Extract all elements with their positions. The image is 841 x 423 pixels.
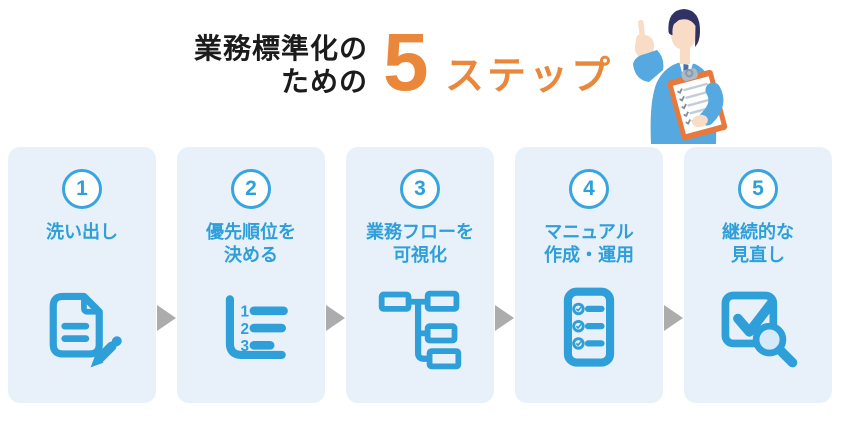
neck <box>680 46 690 64</box>
step-card-2: 2 優先順位を 決める 1 2 3 <box>177 147 325 403</box>
page-title-step-count: 5 <box>383 17 429 108</box>
page-title-line1: 業務標準化の <box>193 33 368 64</box>
step-card-4: 4 マニュアル 作成・運用 <box>515 147 663 403</box>
face <box>670 13 697 50</box>
page-title-line2: ための <box>280 66 368 97</box>
svg-text:1: 1 <box>240 304 249 321</box>
page-title-black: 業務標準化の ための <box>193 32 368 98</box>
step-card-5: 5 継続的な 見直し <box>684 147 832 403</box>
svg-text:3: 3 <box>240 338 249 355</box>
numbered-priority-list-icon: 1 2 3 <box>225 295 288 359</box>
step-number-badge: 2 <box>231 169 271 209</box>
step-number-badge: 4 <box>569 169 609 209</box>
step-number-badge: 1 <box>62 169 102 209</box>
svg-text:2: 2 <box>240 321 249 338</box>
checklist-ticks <box>677 88 692 125</box>
step-card-1: 1 洗い出し <box>8 147 156 403</box>
step-arrow-icon <box>664 305 683 331</box>
step-number-badge: 5 <box>738 169 778 209</box>
document-pencil-icon <box>49 292 122 368</box>
check-magnifier-icon <box>721 291 798 368</box>
steps-row: 1 洗い出し 2 優先順位を 決める <box>8 147 832 403</box>
step-label: 優先順位を 決める <box>206 222 296 265</box>
step-arrow-icon <box>157 305 176 331</box>
step-label: 継続的な 見直し <box>722 222 794 265</box>
forearm <box>699 82 724 126</box>
step-label: 洗い出し <box>46 222 118 242</box>
holding-hand <box>692 114 708 128</box>
step-card-3: 3 業務フローを 可視化 <box>346 147 494 403</box>
businessman-illustration <box>633 9 728 144</box>
step-arrow-icon <box>326 305 345 331</box>
step-number-badge: 3 <box>400 169 440 209</box>
hair <box>668 9 701 47</box>
step-label: 業務フローを 可視化 <box>366 222 474 265</box>
step-arrow-icon <box>495 305 514 331</box>
page-title-step-word: ステップ <box>445 55 614 98</box>
flowchart-icon <box>378 290 462 370</box>
step-label: マニュアル 作成・運用 <box>544 222 634 265</box>
pointing-hand <box>633 19 664 82</box>
checklist-icon <box>563 287 615 367</box>
